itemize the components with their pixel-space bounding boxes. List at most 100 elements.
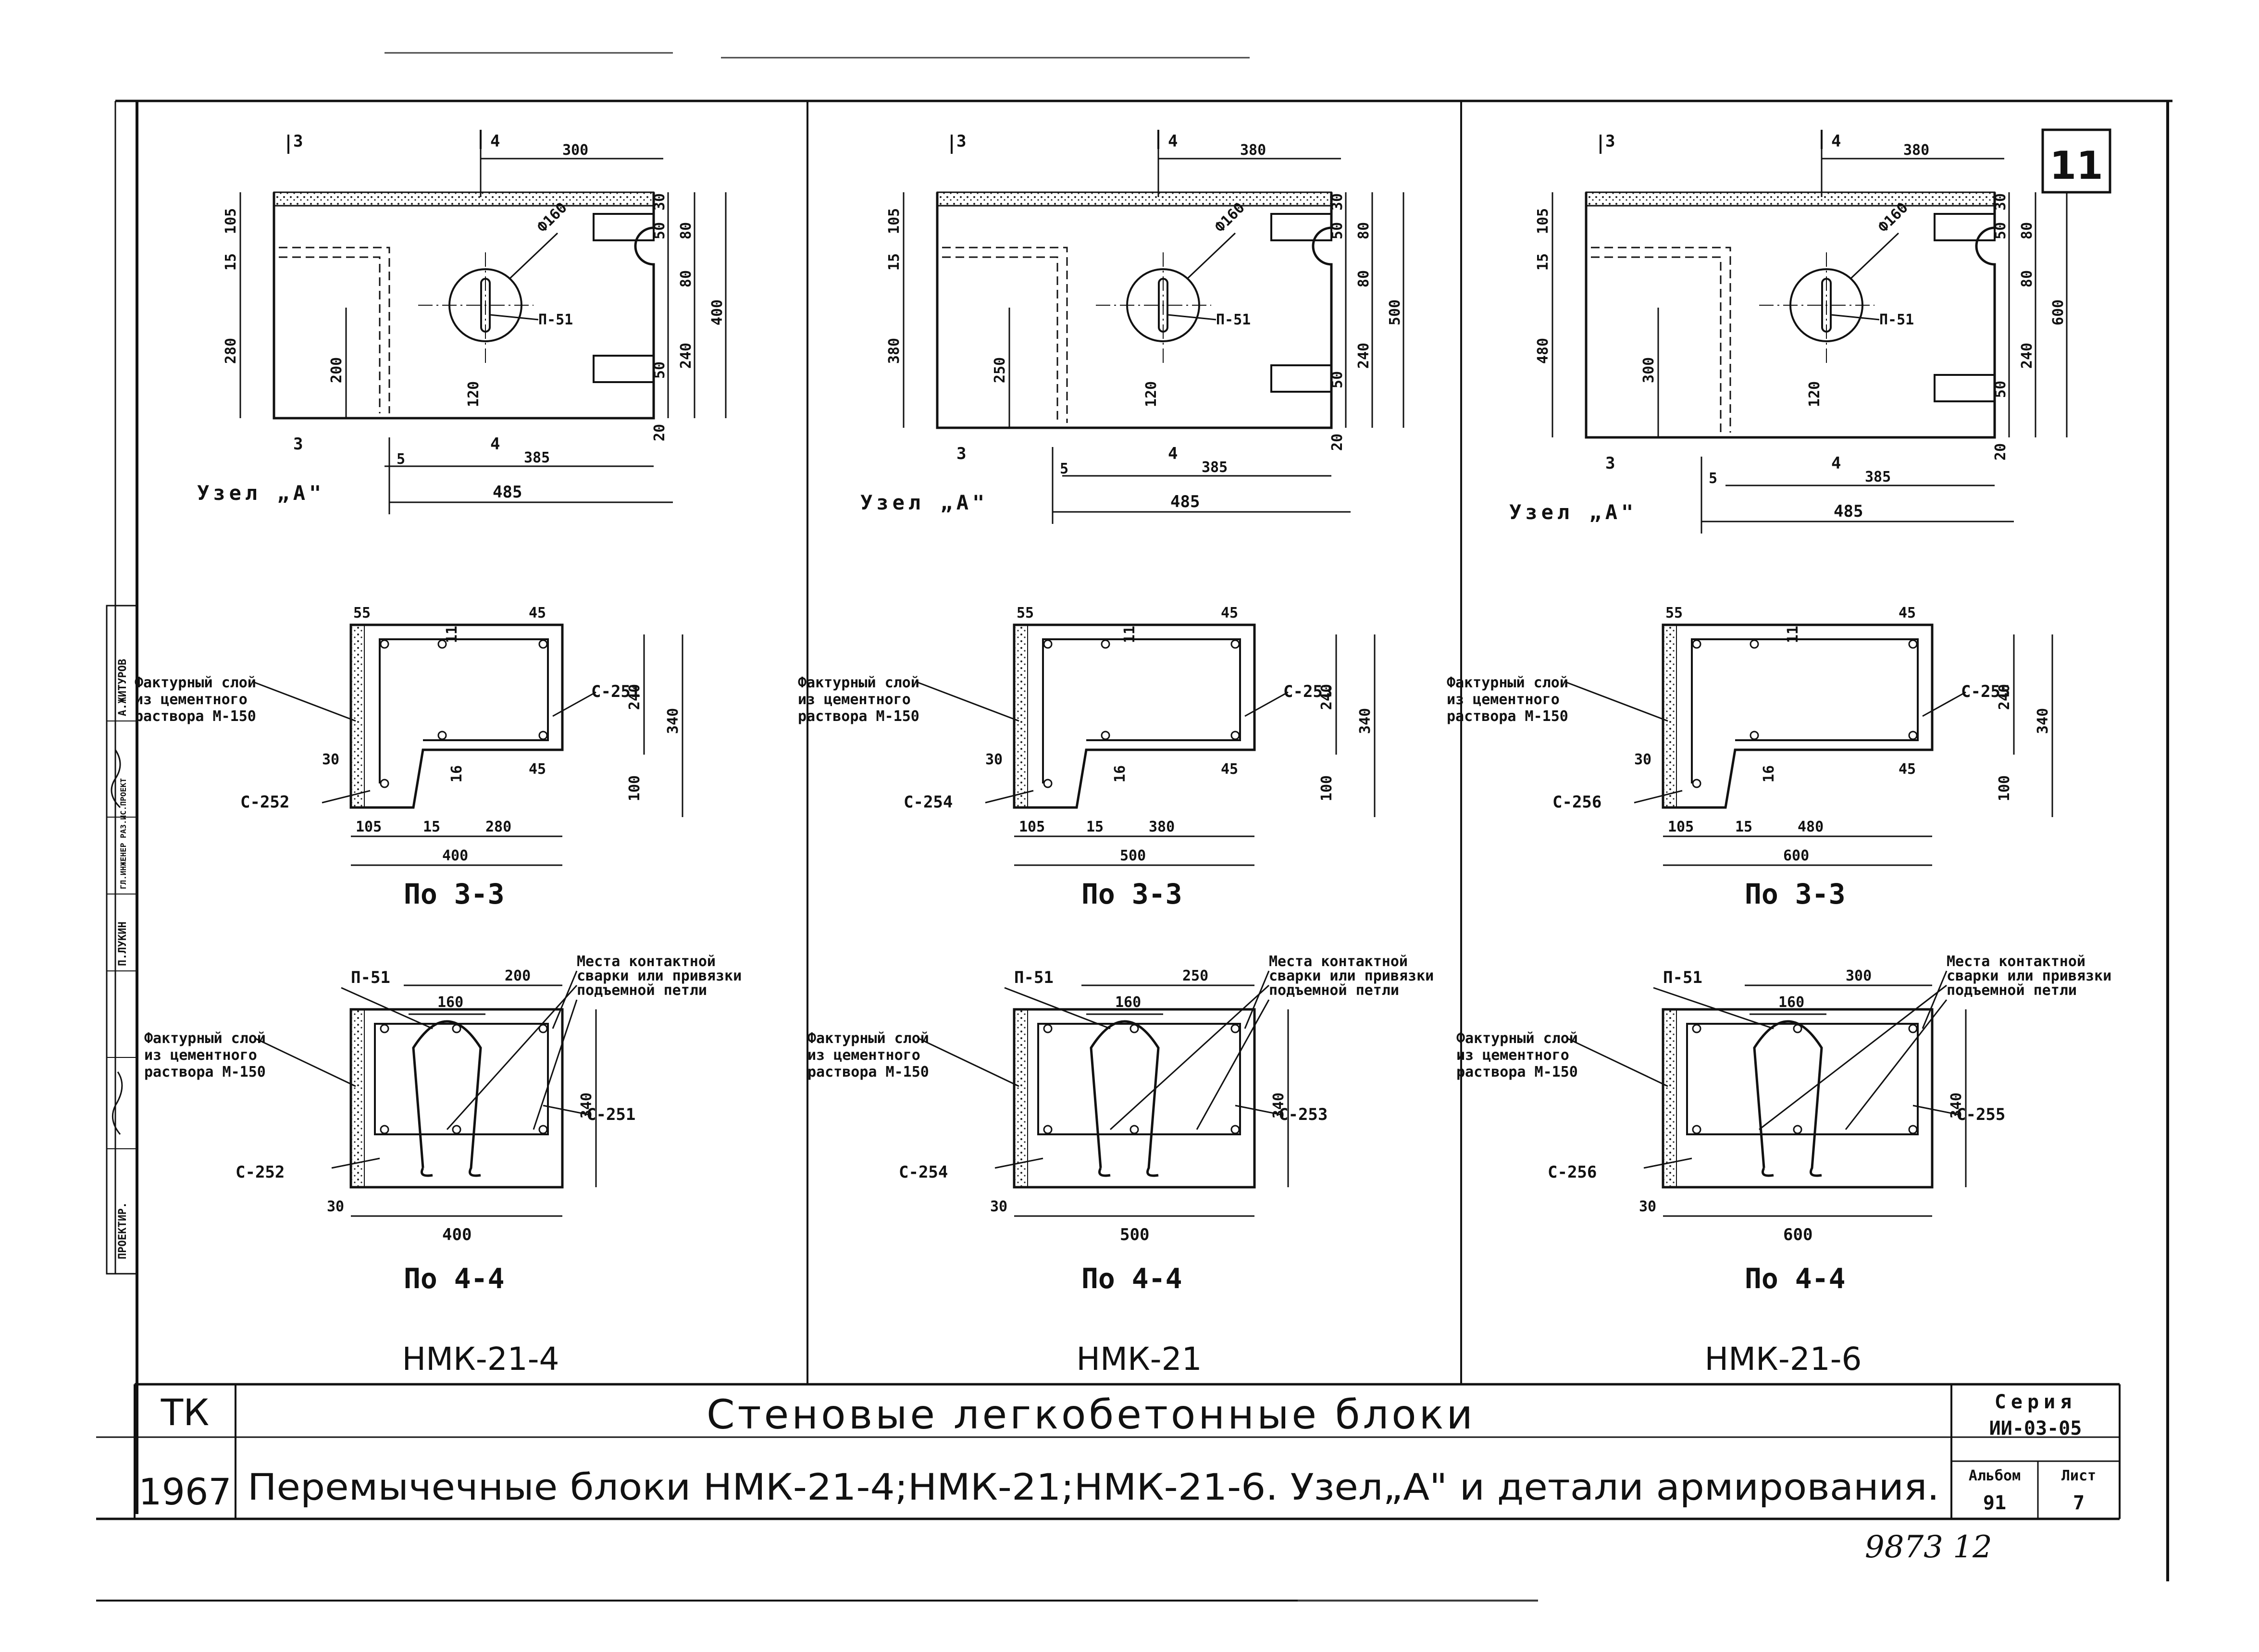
cut-4-top: 4 [1831,132,1841,151]
tb-album-label: Альбом [1969,1467,2021,1484]
sec44-bar [1686,1023,1919,1135]
sec44-bar-r: С-255 [1956,1105,2005,1124]
sec44-layer-leader [1566,1037,1668,1087]
sec44-weld-leader-2 [446,984,578,1130]
sec33-11: 11 [1121,626,1138,643]
sec33-layer-leader [1566,682,1668,722]
panel-mark: НМК-21-4 [402,1341,559,1378]
sec33-title: По 3-3 [1081,878,1182,910]
dim-200: 300 [1640,357,1657,383]
sec44-160: 160 [437,994,463,1011]
sec44-p51-leader [341,987,433,1030]
dim-5: 5 [1060,460,1068,477]
sec33-bar-top: С-255 [1961,682,2010,701]
sec44-weld-3: подъемной петли [577,982,707,999]
sec44-weld-leader-3 [1196,999,1270,1130]
sec44-bar-r: С-253 [1278,1105,1328,1124]
sec44-bar-l: С-254 [899,1163,948,1182]
sec33-400: 400 [442,847,468,864]
sec33-layer-2: из цементного [798,691,911,708]
sec44-rod-3 [1908,1125,1918,1134]
dim-r30: 30 [651,193,668,211]
dia-leader [509,232,559,280]
dim-5: 5 [1709,470,1717,487]
dim-200: 250 [992,357,1008,383]
sec33-rod-0 [1043,639,1053,649]
side-stamp: ПРОЕКТИР. П.ЛУКИН ГЛ.ИНЖЕНЕР РАЗ.ИС.ПРОЕ… [106,605,137,1275]
tb-title: Стеновые легкобетонные блоки [707,1391,1476,1438]
sec44-weld-1: Места контактной [577,953,716,970]
dim-485: 485 [1170,492,1200,511]
dim-120: 120 [1806,381,1823,407]
block-outline [273,192,655,420]
sec44-p51-leader [1004,987,1111,1030]
dim-r80b: 80 [678,270,695,287]
sec44-layer-1: Фактурный слой [807,1030,929,1047]
sec44-rod-4 [1130,1024,1139,1033]
sec33-facing [350,624,365,808]
sec33-45b: 45 [1899,761,1916,778]
bar-leader [1831,314,1880,321]
bar-label: П-51 [538,311,573,328]
sec33-340: 340 [2035,708,2051,734]
sec33-layer-1: Фактурный слой [1447,674,1568,691]
sec44-weld-leader-2 [1759,984,1947,1130]
sec33-11: 11 [444,626,460,643]
dim-r400: 600 [2050,299,2067,325]
sec33-rod-1 [1908,639,1918,649]
sec44-400: 600 [1783,1225,1812,1244]
sec33-30: 30 [1634,751,1651,768]
title-block: ТК 1967 Стеновые легкобетонные блоки Пер… [138,1391,2096,1514]
sec33-rod-2 [437,639,447,649]
bar-leader [1167,314,1216,321]
hidden-edge-2 [279,256,381,413]
sec33-bar-bot: С-254 [904,793,953,812]
sec44-weld-3: подъемной петли [1269,982,1399,999]
sec44-200: 250 [1182,968,1208,984]
sec33-bar-bot: С-256 [1552,793,1601,812]
dim-105: 105 [1535,208,1552,234]
cut-4-bottom: 4 [1831,454,1841,473]
sec44-rod-5 [452,1125,461,1134]
sec44-160: 160 [1115,994,1141,1011]
bar-label: П-51 [1879,311,1914,328]
sec44-rod-0 [380,1024,389,1033]
sec44-layer-2: из цементного [1456,1047,1569,1064]
sec33-rod-4 [1750,731,1759,740]
dim-485: 485 [493,483,522,502]
sec33-rod-0 [380,639,389,649]
sec33-rod-4 [437,731,447,740]
dim-top-value: 380 [1903,142,1929,159]
hidden-edge-2 [1591,256,1722,433]
dim-120: 120 [465,381,482,407]
sec44-layer-leader [254,1037,356,1087]
hidden-edge [1591,247,1731,433]
sec44-rod-5 [1130,1125,1139,1134]
sec44-p51: П-51 [1014,968,1054,987]
sec33-layer-leader [254,682,356,722]
sec33-280: 380 [1149,819,1175,835]
sec33-240: 240 [626,684,643,710]
sec33-340: 340 [1357,708,1374,734]
node-label: Узел „А" [1509,500,1637,524]
sec33-45: 45 [529,605,546,621]
sec44-rod-1 [538,1024,548,1033]
sec44-bar-l: С-256 [1548,1163,1597,1182]
sec44-weld-leader-1 [1244,970,1270,1029]
side-stamp-name1: П.ЛУКИН [117,921,129,966]
dim-r240: 240 [1355,343,1372,369]
dim-r50b: 50 [651,361,668,379]
dim-top-value: 380 [1240,142,1266,159]
dim-485: 485 [1834,502,1863,521]
dim-15: 15 [223,253,239,271]
cut-3-top: 3 [956,132,966,151]
dim-15: 15 [1535,253,1552,271]
sec44-rod-1 [1230,1024,1240,1033]
tb-org: ТК [161,1391,209,1434]
sec44-weld-2: сварки или привязки [577,968,742,984]
sec33-rod-0 [1692,639,1701,649]
sec33-15: 15 [1086,819,1104,835]
cut-4-top: 4 [1168,132,1178,151]
